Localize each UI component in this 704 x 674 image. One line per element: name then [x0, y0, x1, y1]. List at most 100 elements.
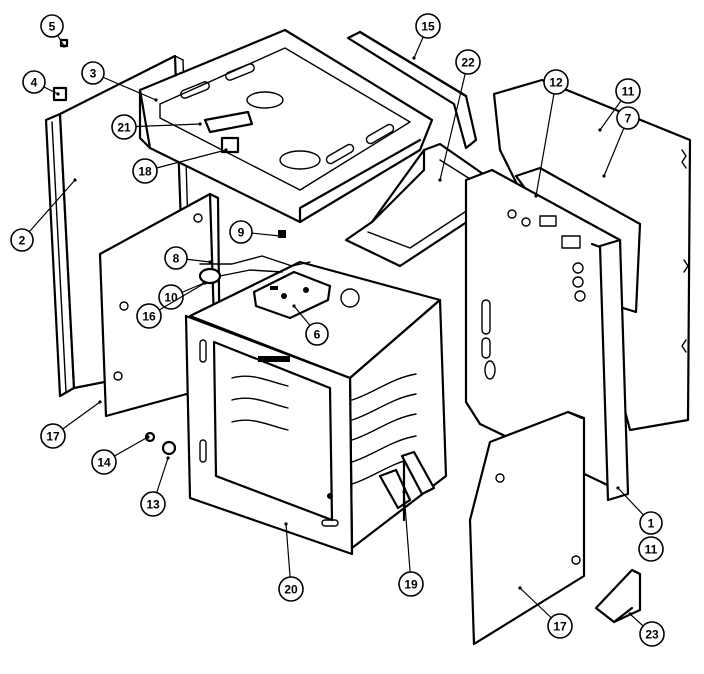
- callout-label: 15: [421, 20, 435, 34]
- callout-c4: 4: [22, 70, 60, 96]
- callout-c18: 18: [132, 148, 228, 184]
- callout-circle: [229, 220, 253, 244]
- part-2-left-trim: [44, 38, 76, 398]
- callout-circle: [81, 61, 105, 85]
- callout-circle: [616, 106, 640, 130]
- leader-tip: [534, 194, 538, 198]
- callout-circle: [455, 49, 481, 75]
- callout-label: 9: [238, 226, 245, 240]
- callout-c10: 10: [158, 281, 206, 310]
- leader-tip: [518, 586, 522, 590]
- callout-label: 4: [31, 76, 38, 90]
- callout-circle: [638, 536, 664, 562]
- callout-label: 11: [645, 543, 658, 557]
- callout-c11b: 11: [638, 536, 664, 562]
- callout-c21: 21: [111, 114, 202, 140]
- leader-tip: [73, 178, 77, 182]
- callout-circle: [91, 449, 117, 475]
- leader-tip: [203, 281, 207, 285]
- leader-tip: [292, 304, 296, 308]
- part-23-bracket: [594, 568, 642, 624]
- leader-tip: [154, 98, 158, 102]
- leader-tip: [224, 148, 228, 152]
- callout-label: 8: [173, 252, 180, 266]
- callout-c17b: 17: [518, 586, 573, 639]
- callout-label: 17: [46, 430, 60, 444]
- leader-tip: [602, 174, 606, 178]
- callout-circle: [40, 14, 64, 38]
- callout-c12: 12: [534, 69, 569, 198]
- callout-label: 16: [142, 310, 156, 324]
- callout-circle: [40, 423, 66, 449]
- callout-label: 5: [49, 20, 56, 34]
- callout-circle: [278, 576, 304, 602]
- callout-circle: [158, 284, 184, 310]
- callout-label: 13: [146, 498, 160, 512]
- callout-circle: [22, 70, 46, 94]
- part-19-hinge: [378, 450, 436, 522]
- leader-tip: [146, 435, 150, 439]
- callout-label: 21: [117, 121, 131, 135]
- callout-c1: 1: [616, 486, 663, 535]
- callout-circle: [10, 228, 34, 252]
- callout-c20: 20: [278, 522, 304, 602]
- leader-tip: [598, 128, 602, 132]
- callout-label: 14: [97, 456, 111, 470]
- callout-circle: [132, 158, 158, 184]
- leader-tip: [166, 456, 170, 460]
- leader-tip: [98, 400, 102, 404]
- part-15-top-trim: [346, 30, 478, 150]
- callout-circle: [164, 246, 188, 270]
- callout-circle: [398, 571, 424, 597]
- callout-c23: 23: [628, 612, 665, 647]
- callout-label: 20: [284, 583, 298, 597]
- callout-circle: [305, 322, 329, 346]
- callout-c16: 16: [136, 281, 207, 329]
- leader-line: [439, 61, 469, 181]
- callout-label: 18: [138, 165, 152, 179]
- callout-circle: [136, 303, 162, 329]
- callout-c8: 8: [164, 246, 212, 270]
- callout-c3: 3: [81, 61, 158, 102]
- callout-label: 12: [549, 76, 563, 90]
- leader-tip: [198, 122, 202, 126]
- leader-tip: [284, 522, 288, 526]
- part-9-screw: [278, 230, 286, 238]
- callout-c7: 7: [602, 106, 640, 178]
- callout-c22: 22: [438, 49, 481, 182]
- leader-tip: [208, 260, 212, 264]
- callout-c13: 13: [140, 456, 170, 517]
- leader-line: [535, 81, 557, 197]
- leader-tip: [412, 56, 416, 60]
- top-frame-assembly: [138, 28, 434, 224]
- callout-c2: 2: [10, 178, 77, 252]
- leader-line: [144, 149, 227, 172]
- part-6-bracket: [252, 270, 332, 320]
- part-14-13-fasteners: [144, 431, 177, 456]
- callout-c17a: 17: [40, 400, 102, 449]
- right-side-panel: [464, 168, 630, 502]
- callout-c15: 15: [412, 13, 441, 60]
- part-17-right-lower: [468, 410, 586, 646]
- callout-c6: 6: [292, 304, 329, 346]
- leader-tip: [616, 486, 620, 490]
- callout-c9: 9: [229, 220, 282, 244]
- leader-tip: [56, 92, 60, 96]
- callout-circle: [543, 69, 569, 95]
- callout-circle: [415, 13, 441, 39]
- leader-line: [403, 491, 412, 585]
- callout-label: 22: [461, 56, 475, 70]
- leader-tip: [402, 490, 406, 494]
- callout-circle: [111, 114, 137, 140]
- callout-circle: [547, 613, 573, 639]
- callout-circle: [615, 78, 641, 104]
- leader-tip: [628, 612, 632, 616]
- callout-label: 3: [90, 67, 97, 81]
- callout-c5: 5: [40, 14, 66, 48]
- callout-label: 11: [622, 85, 635, 99]
- callout-label: 19: [404, 578, 418, 592]
- callout-label: 7: [625, 112, 632, 126]
